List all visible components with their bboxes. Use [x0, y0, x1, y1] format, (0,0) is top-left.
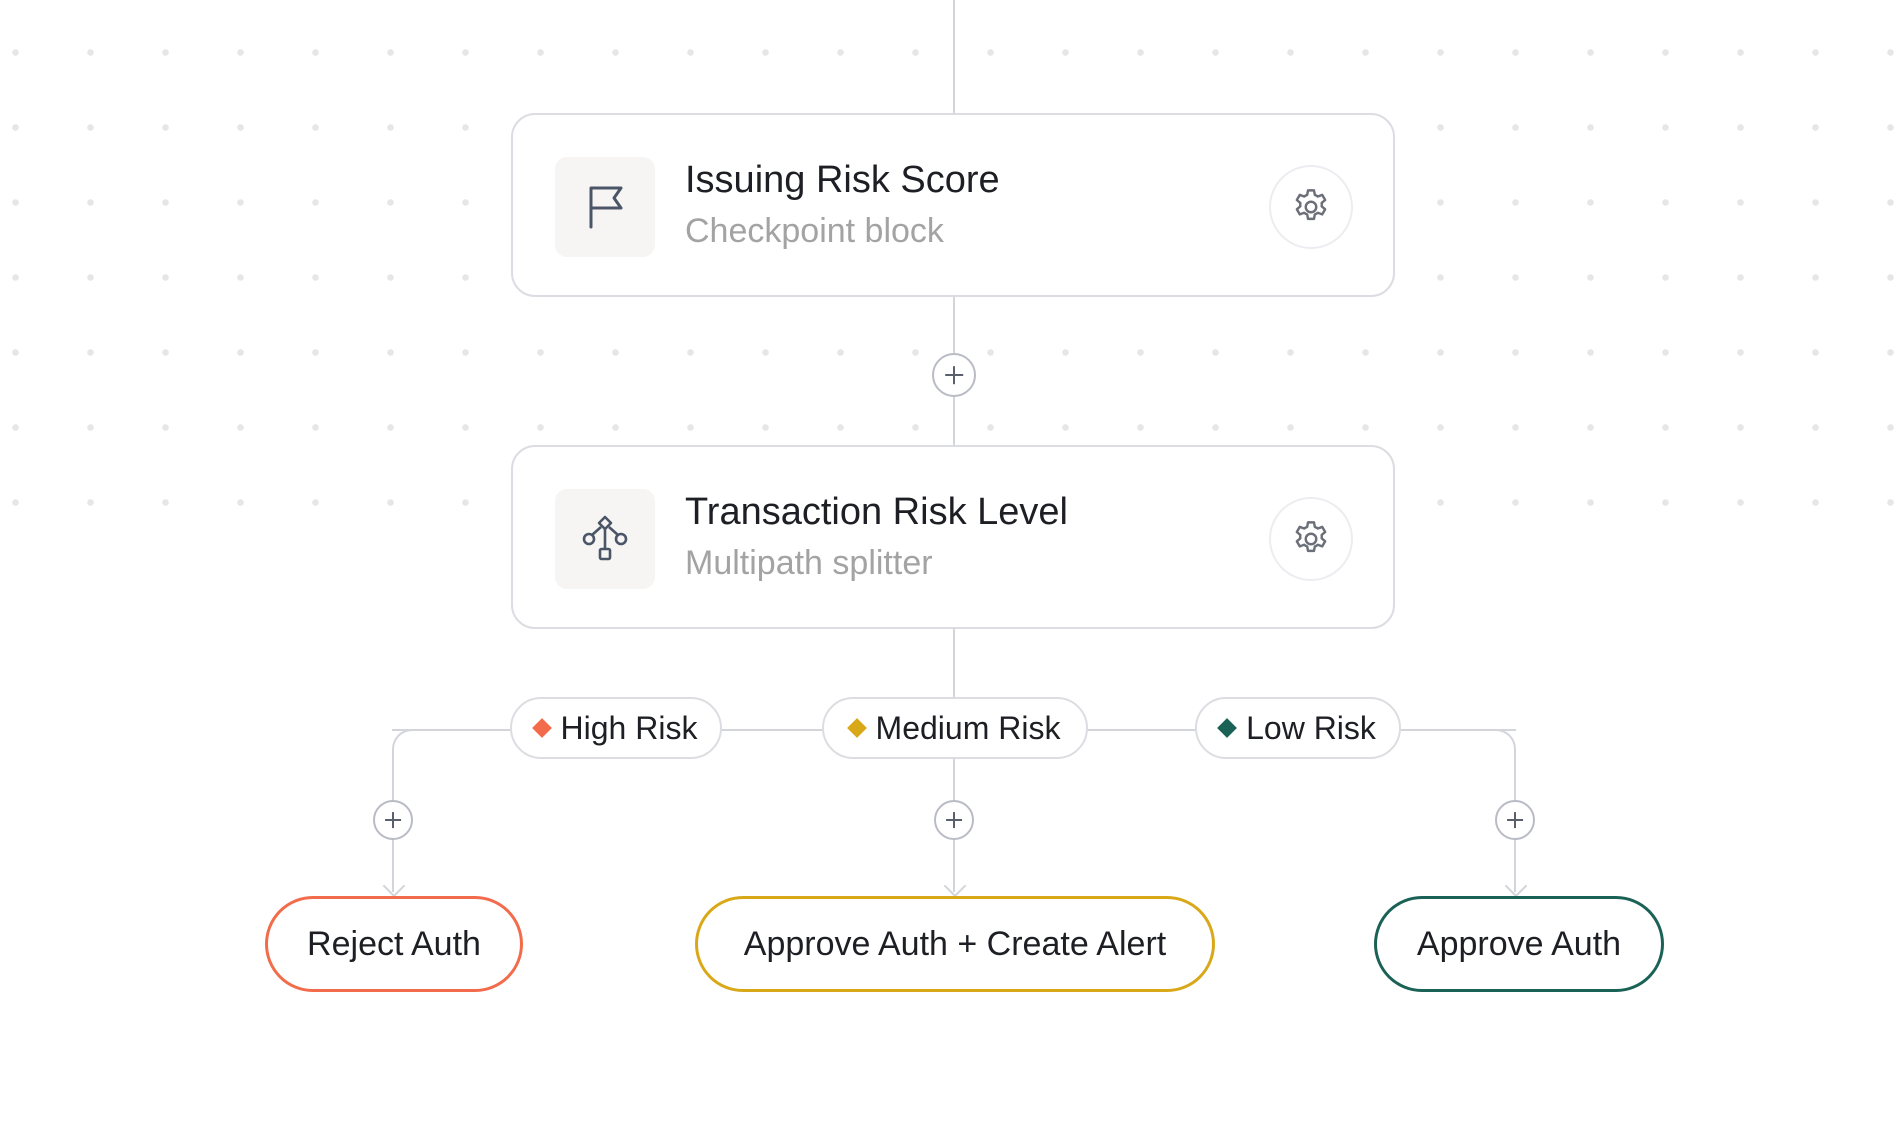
- gear-icon: [1295, 189, 1327, 221]
- settings-button[interactable]: [1269, 165, 1353, 249]
- gear-icon: [1295, 521, 1327, 553]
- node-icon-box: [555, 489, 655, 589]
- node-icon-box: [555, 157, 655, 257]
- add-step-button[interactable]: [932, 353, 976, 397]
- add-step-button-low-risk[interactable]: [1495, 800, 1535, 840]
- node-issuing-risk-score[interactable]: Issuing Risk Score Checkpoint block: [511, 113, 1395, 297]
- diamond-icon: [846, 718, 867, 738]
- node-subtitle: Multipath splitter: [685, 544, 933, 582]
- branch-label: High Risk: [560, 709, 698, 746]
- splitter-icon: [582, 515, 628, 561]
- add-step-button-medium-risk[interactable]: [934, 800, 974, 840]
- branch-left-curve: [392, 729, 432, 769]
- arrowhead-left: [382, 874, 406, 898]
- flag-icon: [589, 186, 623, 229]
- outcome-label: Reject Auth: [307, 924, 481, 963]
- node-transaction-risk-level[interactable]: Transaction Risk Level Multipath splitte…: [511, 445, 1395, 629]
- outcome-reject-auth[interactable]: Reject Auth: [265, 896, 523, 992]
- arrowhead-center: [943, 874, 967, 898]
- node-title: Issuing Risk Score: [685, 159, 1000, 201]
- branch-pill-low-risk[interactable]: Low Risk: [1195, 697, 1401, 759]
- branch-pill-medium-risk[interactable]: Medium Risk: [822, 697, 1088, 759]
- diamond-icon: [1217, 718, 1237, 738]
- branch-label: Medium Risk: [875, 709, 1061, 746]
- branch-right-curve: [1476, 729, 1516, 769]
- diamond-icon: [531, 718, 552, 738]
- branch-pill-high-risk[interactable]: High Risk: [510, 697, 722, 759]
- connector-node2-branches: [953, 629, 955, 730]
- outcome-approve-auth-create-alert[interactable]: Approve Auth + Create Alert: [695, 896, 1215, 992]
- arrowhead-right: [1504, 874, 1528, 898]
- add-step-button-high-risk[interactable]: [373, 800, 413, 840]
- outcome-label: Approve Auth: [1416, 924, 1622, 963]
- branch-label: Low Risk: [1246, 709, 1376, 746]
- outcome-approve-auth[interactable]: Approve Auth: [1374, 896, 1664, 992]
- connector-top: [953, 0, 955, 113]
- outcome-label: Approve Auth + Create Alert: [743, 924, 1167, 963]
- settings-button[interactable]: [1269, 497, 1353, 581]
- node-title: Transaction Risk Level: [685, 491, 1068, 533]
- node-subtitle: Checkpoint block: [685, 212, 944, 250]
